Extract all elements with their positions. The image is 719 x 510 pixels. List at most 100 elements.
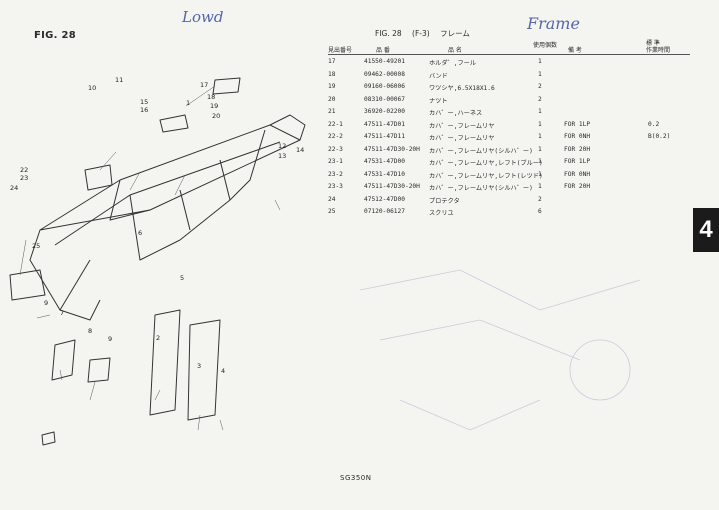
ref-cell: 18 [328,70,336,78]
callout-number: 16 [140,106,148,114]
table-row: 25 07120-06127 スクリユ 6 [328,208,690,218]
qty-cell: 2 [538,83,542,90]
handwritten-note-right: Frame [527,14,580,33]
handwritten-note-left: Lowd [182,8,224,26]
figure-label: FIG. 28 [34,30,77,41]
ref-cell: 20 [328,95,336,103]
part-number-cell: 47512-47D00 [364,195,405,203]
part-number-cell: 41550-49201 [364,58,405,65]
qty-cell: 1 [538,108,542,115]
ref-cell: 17 [328,58,336,65]
note-cell: B(0.2) [648,133,671,140]
callout-number: 15 [140,98,148,106]
callout-number: 3 [197,362,201,370]
table-row: 22-2 47511-47D11 カハ゛ー,フレームリヤ 1 FOR 0NH B(0.2) [328,133,690,143]
table-figure-header: FIG. 28 (F-3) フレーム [375,28,478,39]
remarks-cell: FOR 0NH [564,133,591,140]
callout-number: 22 [20,166,28,174]
callout-number: 5 [180,274,184,282]
part-name-cell: カハ゛ー,フレームリヤ [429,122,495,130]
part-name-cell: カハ゛ー,フレームリヤ(シルハ゛ー) [429,185,533,192]
ref-cell: 22-3 [328,145,343,153]
callout-number: 10 [88,84,96,92]
part-number-cell: 47511-47D30-20H [364,145,420,153]
callout-number: 4 [221,367,225,375]
callout-number: 2 [156,334,160,342]
ref-cell: 25 [328,208,336,215]
part-number-cell: 47511-47D01 [364,120,405,128]
part-number-cell: 36920-02200 [364,108,405,115]
part-number-cell: 47531-47D10 [364,170,405,178]
qty-cell: 1 [538,145,542,153]
part-number-cell: 47511-47D30-20H [364,183,420,190]
table-fig: FIG. 28 [375,29,402,38]
col-ref: 見出番号 [328,47,353,54]
remarks-cell: FOR 1LP [564,158,591,165]
table-row: 20 08310-00067 ナツト 2 [328,96,690,106]
part-name-cell: カハ゛ー,ハーネス [429,110,483,117]
remarks-cell: FOR 20H [564,145,591,153]
part-number-cell: 07120-06127 [364,208,405,215]
note-cell: 0.2 [648,120,660,128]
part-name-cell: プロテクタ [429,197,460,205]
table-row: 22-3 47511-47D30-20H カハ゛ー,フレームリヤ(シルハ゛ー) 1 FO… [328,146,690,156]
remarks-cell: FOR 1LP [564,120,591,128]
table-row: 17 41550-49201 ホルダ゛,フール 1 [328,58,690,68]
ref-cell: 22-2 [328,133,343,140]
part-name-cell: ナツト [429,97,448,105]
part-number-cell: 08310-00067 [364,95,405,103]
part-name-cell: カハ゛ー,フレームリヤ(シルハ゛ー) [429,147,533,155]
callout-number: 17 [200,81,208,89]
ref-cell: 22-1 [328,120,343,128]
ref-cell: 21 [328,108,336,115]
callout-number: 13 [278,152,286,160]
col-remarks: 備 考 [568,47,582,54]
part-name-cell: ワツシヤ,6.5X18X1.6 [429,85,495,92]
table-fig-title: フレーム [440,29,470,38]
col-part: 品 番 [376,47,390,54]
remarks-cell: FOR 20H [564,183,591,190]
callout-number: 7 [60,309,64,317]
callout-number: 23 [20,174,28,182]
remarks-cell: FOR 0NH [564,170,591,178]
table-row: 21 36920-02200 カハ゛ー,ハーネス 1 [328,108,690,118]
callout-number: 20 [212,112,220,120]
part-number-cell: 47511-47D11 [364,133,405,140]
qty-cell: 1 [538,170,542,178]
callout-number: 14 [296,146,304,154]
callout-number: 12 [278,142,286,150]
callout-number: 24 [10,184,18,192]
callout-number: 9 [108,335,112,343]
ref-cell: 23-1 [328,158,343,165]
qty-cell: 1 [538,158,542,165]
part-name-cell: カハ゛ー,フレームリヤ [429,135,495,142]
part-name-cell: ホルダ゛,フール [429,60,477,67]
table-fig-code: (F-3) [412,29,430,38]
ref-cell: 24 [328,195,336,203]
ref-cell: 23-2 [328,170,343,178]
model-footer: SG350N [340,474,372,482]
callout-number: 1 [186,99,190,107]
parts-table-header: 見出番号 品 番 品 名 使用個数 備 考 標 準 作業時間 [328,40,690,55]
qty-cell: 1 [538,58,542,65]
part-number-cell: 09160-06006 [364,83,405,90]
col-note: 標 準 作業時間 [646,40,671,54]
callout-number: 6 [138,229,142,237]
callout-number: 9 [44,299,48,307]
bleed-through-drawing [359,269,641,431]
part-name-cell: バンド [429,72,448,80]
callout-number: 18 [207,93,215,101]
qty-cell: 2 [538,195,542,203]
part-name-cell: スクリユ [429,210,454,217]
qty-cell: 2 [538,95,542,103]
ref-cell: 23-3 [328,183,343,190]
qty-cell: 6 [538,208,542,215]
callout-number: 11 [115,76,123,84]
section-tab: 4 [693,208,719,252]
part-number-cell: 09462-00008 [364,70,405,78]
part-number-cell: 47531-47D00 [364,158,405,165]
qty-cell: 1 [538,133,542,140]
